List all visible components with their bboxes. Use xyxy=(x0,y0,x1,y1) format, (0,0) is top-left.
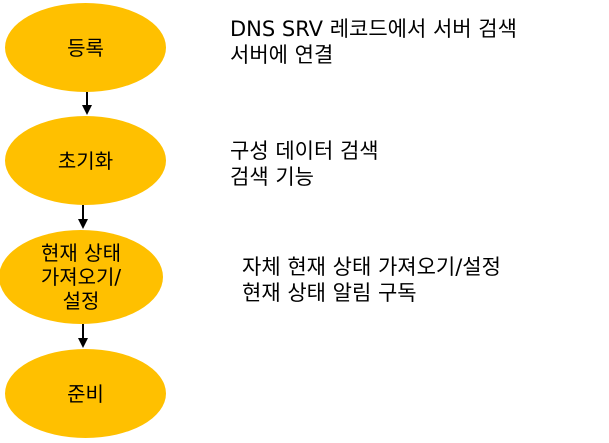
stage-get-set-state: 현재 상태 가져오기/ 설정 xyxy=(0,230,163,324)
description-line: DNS SRV 레코드에서 서버 검색 xyxy=(230,17,517,41)
description-register: DNS SRV 레코드에서 서버 검색 서버에 연결 xyxy=(230,16,517,68)
stage-ready: 준비 xyxy=(5,349,166,438)
description-line: 검색 기능 xyxy=(230,165,314,189)
stage-get-set-state-label: 현재 상태 가져오기/ 설정 xyxy=(40,241,122,313)
description-get-set-state: 자체 현재 상태 가져오기/설정 현재 상태 알림 구독 xyxy=(242,254,501,306)
description-line: 현재 상태 알림 구독 xyxy=(242,281,417,305)
description-line: 구성 데이터 검색 xyxy=(230,139,379,163)
stage-initialize: 초기화 xyxy=(5,116,166,205)
stage-initialize-label: 초기화 xyxy=(57,148,114,173)
description-line: 자체 현재 상태 가져오기/설정 xyxy=(242,255,501,279)
stage-ready-label: 준비 xyxy=(67,381,104,406)
stage-register-label: 등록 xyxy=(67,35,104,60)
stage-register: 등록 xyxy=(5,3,166,92)
description-initialize: 구성 데이터 검색 검색 기능 xyxy=(230,138,379,190)
description-line: 서버에 연결 xyxy=(230,43,334,67)
